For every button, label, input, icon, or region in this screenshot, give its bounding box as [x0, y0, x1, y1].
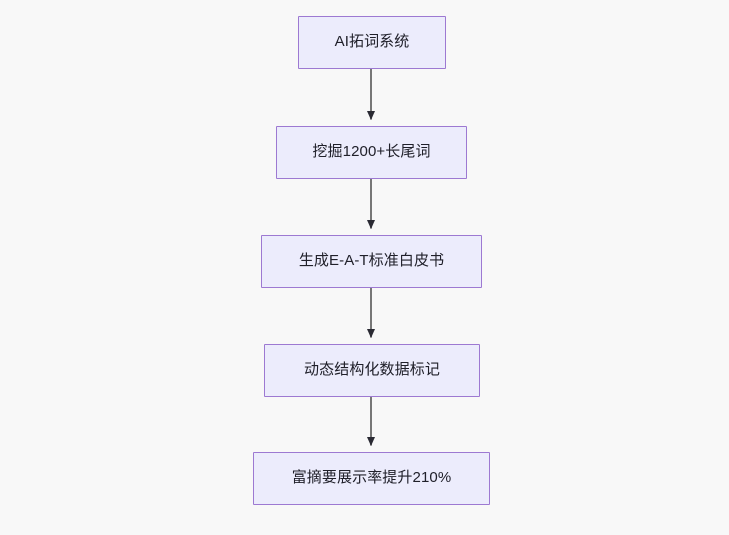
flowchart-node-dynamic-structured-data-markup[interactable]: 动态结构化数据标记 — [264, 344, 480, 397]
node-label: 挖掘1200+长尾词 — [312, 143, 431, 161]
node-label: AI拓词系统 — [334, 33, 410, 51]
node-label: 生成E-A-T标准白皮书 — [298, 252, 445, 270]
node-label: 富摘要展示率提升210% — [291, 469, 452, 487]
flowchart-node-generate-eat-whitepaper[interactable]: 生成E-A-T标准白皮书 — [261, 235, 482, 288]
node-label: 动态结构化数据标记 — [304, 361, 440, 379]
flowchart-node-ai-keyword-system[interactable]: AI拓词系统 — [298, 16, 446, 69]
flowchart-node-mine-longtail-keywords[interactable]: 挖掘1200+长尾词 — [276, 126, 467, 179]
flowchart-node-rich-snippet-impression-lift[interactable]: 富摘要展示率提升210% — [253, 452, 490, 505]
